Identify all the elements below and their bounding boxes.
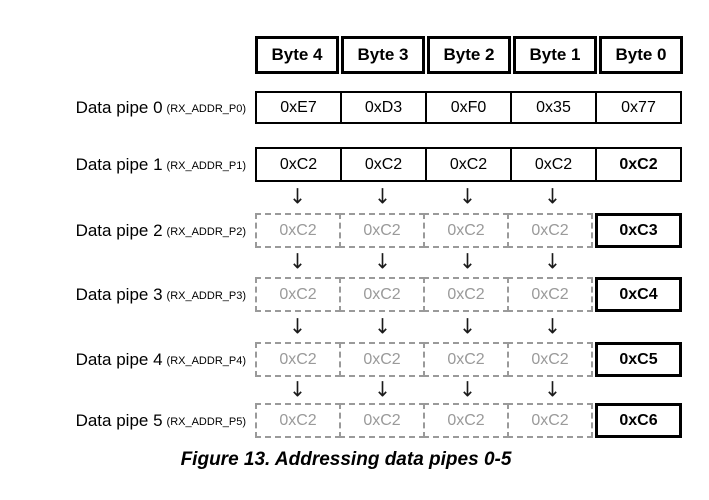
byte-cell-inherited: 0xC2	[339, 403, 425, 438]
byte-cell-inherited: 0xC2	[423, 403, 509, 438]
byte-cell: 0xE7	[255, 91, 342, 124]
pipe-5-label: Data pipe 5	[75, 410, 163, 430]
header-byte-4: Byte 4	[255, 36, 339, 74]
byte-cell: 0xC2	[255, 147, 342, 182]
byte-cell-inherited: 0xC2	[255, 277, 341, 312]
byte-cell-inherited: 0xC2	[423, 213, 509, 248]
byte-cell-inherited: 0xC2	[255, 213, 341, 248]
header-byte-3: Byte 3	[341, 36, 425, 74]
arrow-down-icon: ↓	[374, 376, 391, 402]
byte-cell-inherited: 0xC2	[423, 342, 509, 377]
pipe-0-address-strip: 0xE7 0xD3 0xF0 0x35 0x77	[255, 91, 682, 124]
row-data-pipe-0: Data pipe 0 (RX_ADDR_P0) 0xE7 0xD3 0xF0 …	[0, 91, 709, 124]
byte-cell-unique: 0xC5	[595, 342, 682, 377]
row-label-pipe-3: Data pipe 3 (RX_ADDR_P3)	[0, 277, 255, 312]
byte-header-row: Byte 4 Byte 3 Byte 2 Byte 1 Byte 0	[255, 36, 683, 74]
pipe-3-address-strip: 0xC2 0xC2 0xC2 0xC2 0xC4	[255, 277, 682, 312]
arrow-down-icon: ↓	[544, 376, 561, 402]
byte-cell: 0x77	[595, 91, 682, 124]
byte-cell-inherited: 0xC2	[507, 342, 593, 377]
byte-cell-inherited: 0xC2	[339, 213, 425, 248]
byte-cell-unique: 0xC2	[595, 147, 682, 182]
row-data-pipe-4: Data pipe 4 (RX_ADDR_P4) 0xC2 0xC2 0xC2 …	[0, 342, 709, 377]
byte-cell-inherited: 0xC2	[423, 277, 509, 312]
arrow-down-icon: ↓	[459, 183, 476, 209]
pipe-4-address-strip: 0xC2 0xC2 0xC2 0xC2 0xC5	[255, 342, 682, 377]
arrow-down-icon: ↓	[544, 312, 561, 339]
pipe-0-register-label: (RX_ADDR_P0)	[166, 102, 246, 115]
row-label-pipe-5: Data pipe 5 (RX_ADDR_P5)	[0, 403, 255, 438]
pipe-1-register-label: (RX_ADDR_P1)	[166, 159, 246, 172]
row-data-pipe-1: Data pipe 1 (RX_ADDR_P1) 0xC2 0xC2 0xC2 …	[0, 147, 709, 182]
row-data-pipe-5: Data pipe 5 (RX_ADDR_P5) 0xC2 0xC2 0xC2 …	[0, 403, 709, 438]
byte-cell-inherited: 0xC2	[507, 277, 593, 312]
pipe-4-label: Data pipe 4	[75, 349, 163, 369]
pipe-1-label: Data pipe 1	[75, 154, 163, 174]
pipe-5-address-strip: 0xC2 0xC2 0xC2 0xC2 0xC6	[255, 403, 682, 438]
byte-cell: 0xC2	[425, 147, 512, 182]
row-label-pipe-4: Data pipe 4 (RX_ADDR_P4)	[0, 342, 255, 377]
pipe-4-register-label: (RX_ADDR_P4)	[166, 354, 246, 367]
byte-cell: 0xC2	[340, 147, 427, 182]
row-label-pipe-1: Data pipe 1 (RX_ADDR_P1)	[0, 147, 255, 182]
inherit-arrows-row-3: ↓ ↓ ↓ ↓	[255, 313, 682, 340]
arrow-down-icon: ↓	[544, 183, 561, 209]
byte-cell: 0xC2	[510, 147, 597, 182]
pipe-3-label: Data pipe 3	[75, 284, 163, 304]
arrow-down-icon: ↓	[374, 183, 391, 209]
row-label-pipe-0: Data pipe 0 (RX_ADDR_P0)	[0, 91, 255, 124]
byte-cell-inherited: 0xC2	[507, 213, 593, 248]
arrow-down-icon: ↓	[374, 312, 391, 339]
byte-cell-inherited: 0xC2	[339, 342, 425, 377]
inherit-arrows-row-1: ↓ ↓ ↓ ↓	[255, 184, 682, 210]
arrow-down-icon: ↓	[289, 183, 306, 209]
byte-cell-unique: 0xC4	[595, 277, 682, 312]
byte-cell-unique: 0xC6	[595, 403, 682, 438]
pipe-0-label: Data pipe 0	[75, 97, 163, 117]
arrow-down-icon: ↓	[459, 312, 476, 339]
byte-cell-unique: 0xC3	[595, 213, 682, 248]
pipe-3-register-label: (RX_ADDR_P3)	[166, 289, 246, 302]
pipe-2-register-label: (RX_ADDR_P2)	[166, 225, 246, 238]
arrow-down-icon: ↓	[289, 248, 306, 274]
row-data-pipe-2: Data pipe 2 (RX_ADDR_P2) 0xC2 0xC2 0xC2 …	[0, 213, 709, 248]
byte-cell-inherited: 0xC2	[255, 342, 341, 377]
figure-caption: Figure 13. Addressing data pipes 0-5	[180, 449, 512, 470]
byte-cell: 0xF0	[425, 91, 512, 124]
inherit-arrows-row-2: ↓ ↓ ↓ ↓	[255, 249, 682, 275]
arrow-down-icon: ↓	[289, 376, 306, 402]
pipe-5-register-label: (RX_ADDR_P5)	[166, 415, 246, 428]
byte-cell: 0xD3	[340, 91, 427, 124]
arrow-down-icon: ↓	[289, 312, 306, 339]
row-label-pipe-2: Data pipe 2 (RX_ADDR_P2)	[0, 213, 255, 248]
header-byte-0: Byte 0	[599, 36, 683, 74]
arrow-down-icon: ↓	[544, 248, 561, 274]
header-byte-2: Byte 2	[427, 36, 511, 74]
arrow-down-icon: ↓	[459, 248, 476, 274]
arrow-down-icon: ↓	[374, 248, 391, 274]
inherit-arrows-row-4: ↓ ↓ ↓ ↓	[255, 378, 682, 402]
arrow-down-icon: ↓	[459, 376, 476, 402]
pipe-1-address-strip: 0xC2 0xC2 0xC2 0xC2 0xC2	[255, 147, 682, 182]
byte-cell-inherited: 0xC2	[507, 403, 593, 438]
pipe-2-address-strip: 0xC2 0xC2 0xC2 0xC2 0xC3	[255, 213, 682, 248]
row-data-pipe-3: Data pipe 3 (RX_ADDR_P3) 0xC2 0xC2 0xC2 …	[0, 277, 709, 312]
byte-cell: 0x35	[510, 91, 597, 124]
header-byte-1: Byte 1	[513, 36, 597, 74]
byte-cell-inherited: 0xC2	[339, 277, 425, 312]
pipe-2-label: Data pipe 2	[75, 220, 163, 240]
byte-cell-inherited: 0xC2	[255, 403, 341, 438]
